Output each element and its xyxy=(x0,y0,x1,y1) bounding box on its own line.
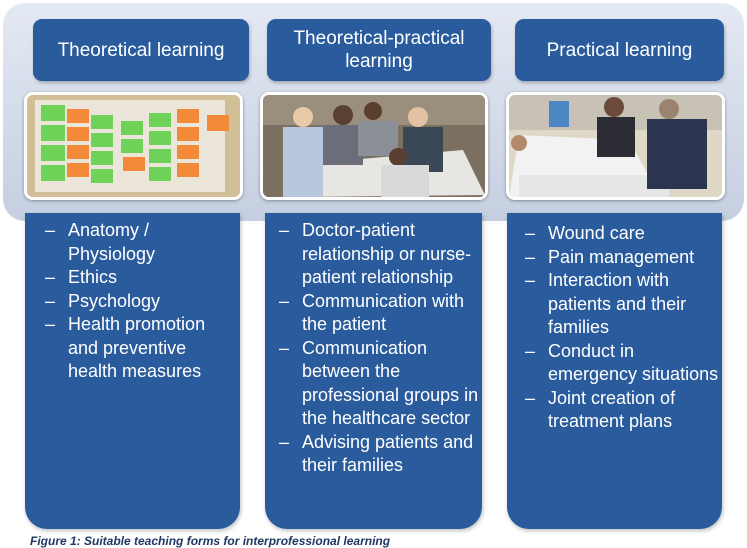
column-practical: –Wound care –Pain management –Interactio… xyxy=(507,213,722,529)
list-item: –Advising patients and their families xyxy=(279,431,474,476)
photo-group-at-table xyxy=(260,92,488,200)
photo-sticky-notes-board xyxy=(24,92,243,200)
list-item: –Interaction with patients and their fam… xyxy=(525,270,687,337)
list-item: –Psychology xyxy=(45,290,161,311)
topic-list: –Anatomy / Physiology –Ethics –Psycholog… xyxy=(45,219,235,384)
list-item: –Anatomy / Physiology xyxy=(45,220,156,264)
figure-caption: Figure 1: Suitable teaching forms for in… xyxy=(30,534,391,548)
topic-list: –Doctor-patient relationship or nurse-pa… xyxy=(279,219,479,478)
column-header-theoretical-practical: Theoretical-practical learning xyxy=(267,19,491,81)
list-item: –Wound care xyxy=(525,223,645,243)
list-item: –Health promotion and preventive health … xyxy=(45,314,206,381)
column-theoretical: –Anatomy / Physiology –Ethics –Psycholog… xyxy=(25,213,240,529)
column-theoretical-practical: –Doctor-patient relationship or nurse-pa… xyxy=(265,213,482,529)
topic-list: –Wound care –Pain management –Interactio… xyxy=(525,222,720,434)
list-item: –Ethics xyxy=(45,267,118,287)
column-header-theoretical: Theoretical learning xyxy=(33,19,249,81)
photo-patient-care xyxy=(506,92,725,200)
list-item: –Communication with the patient xyxy=(279,290,465,335)
list-item: –Conduct in emergency situations xyxy=(525,340,719,385)
list-item: –Pain management xyxy=(525,246,695,267)
list-item: –Doctor-patient relationship or nurse-pa… xyxy=(279,220,472,287)
column-header-practical: Practical learning xyxy=(515,19,724,81)
list-item: –Joint creation of treatment plans xyxy=(525,387,676,432)
list-item: –Communication between the professional … xyxy=(279,337,479,429)
